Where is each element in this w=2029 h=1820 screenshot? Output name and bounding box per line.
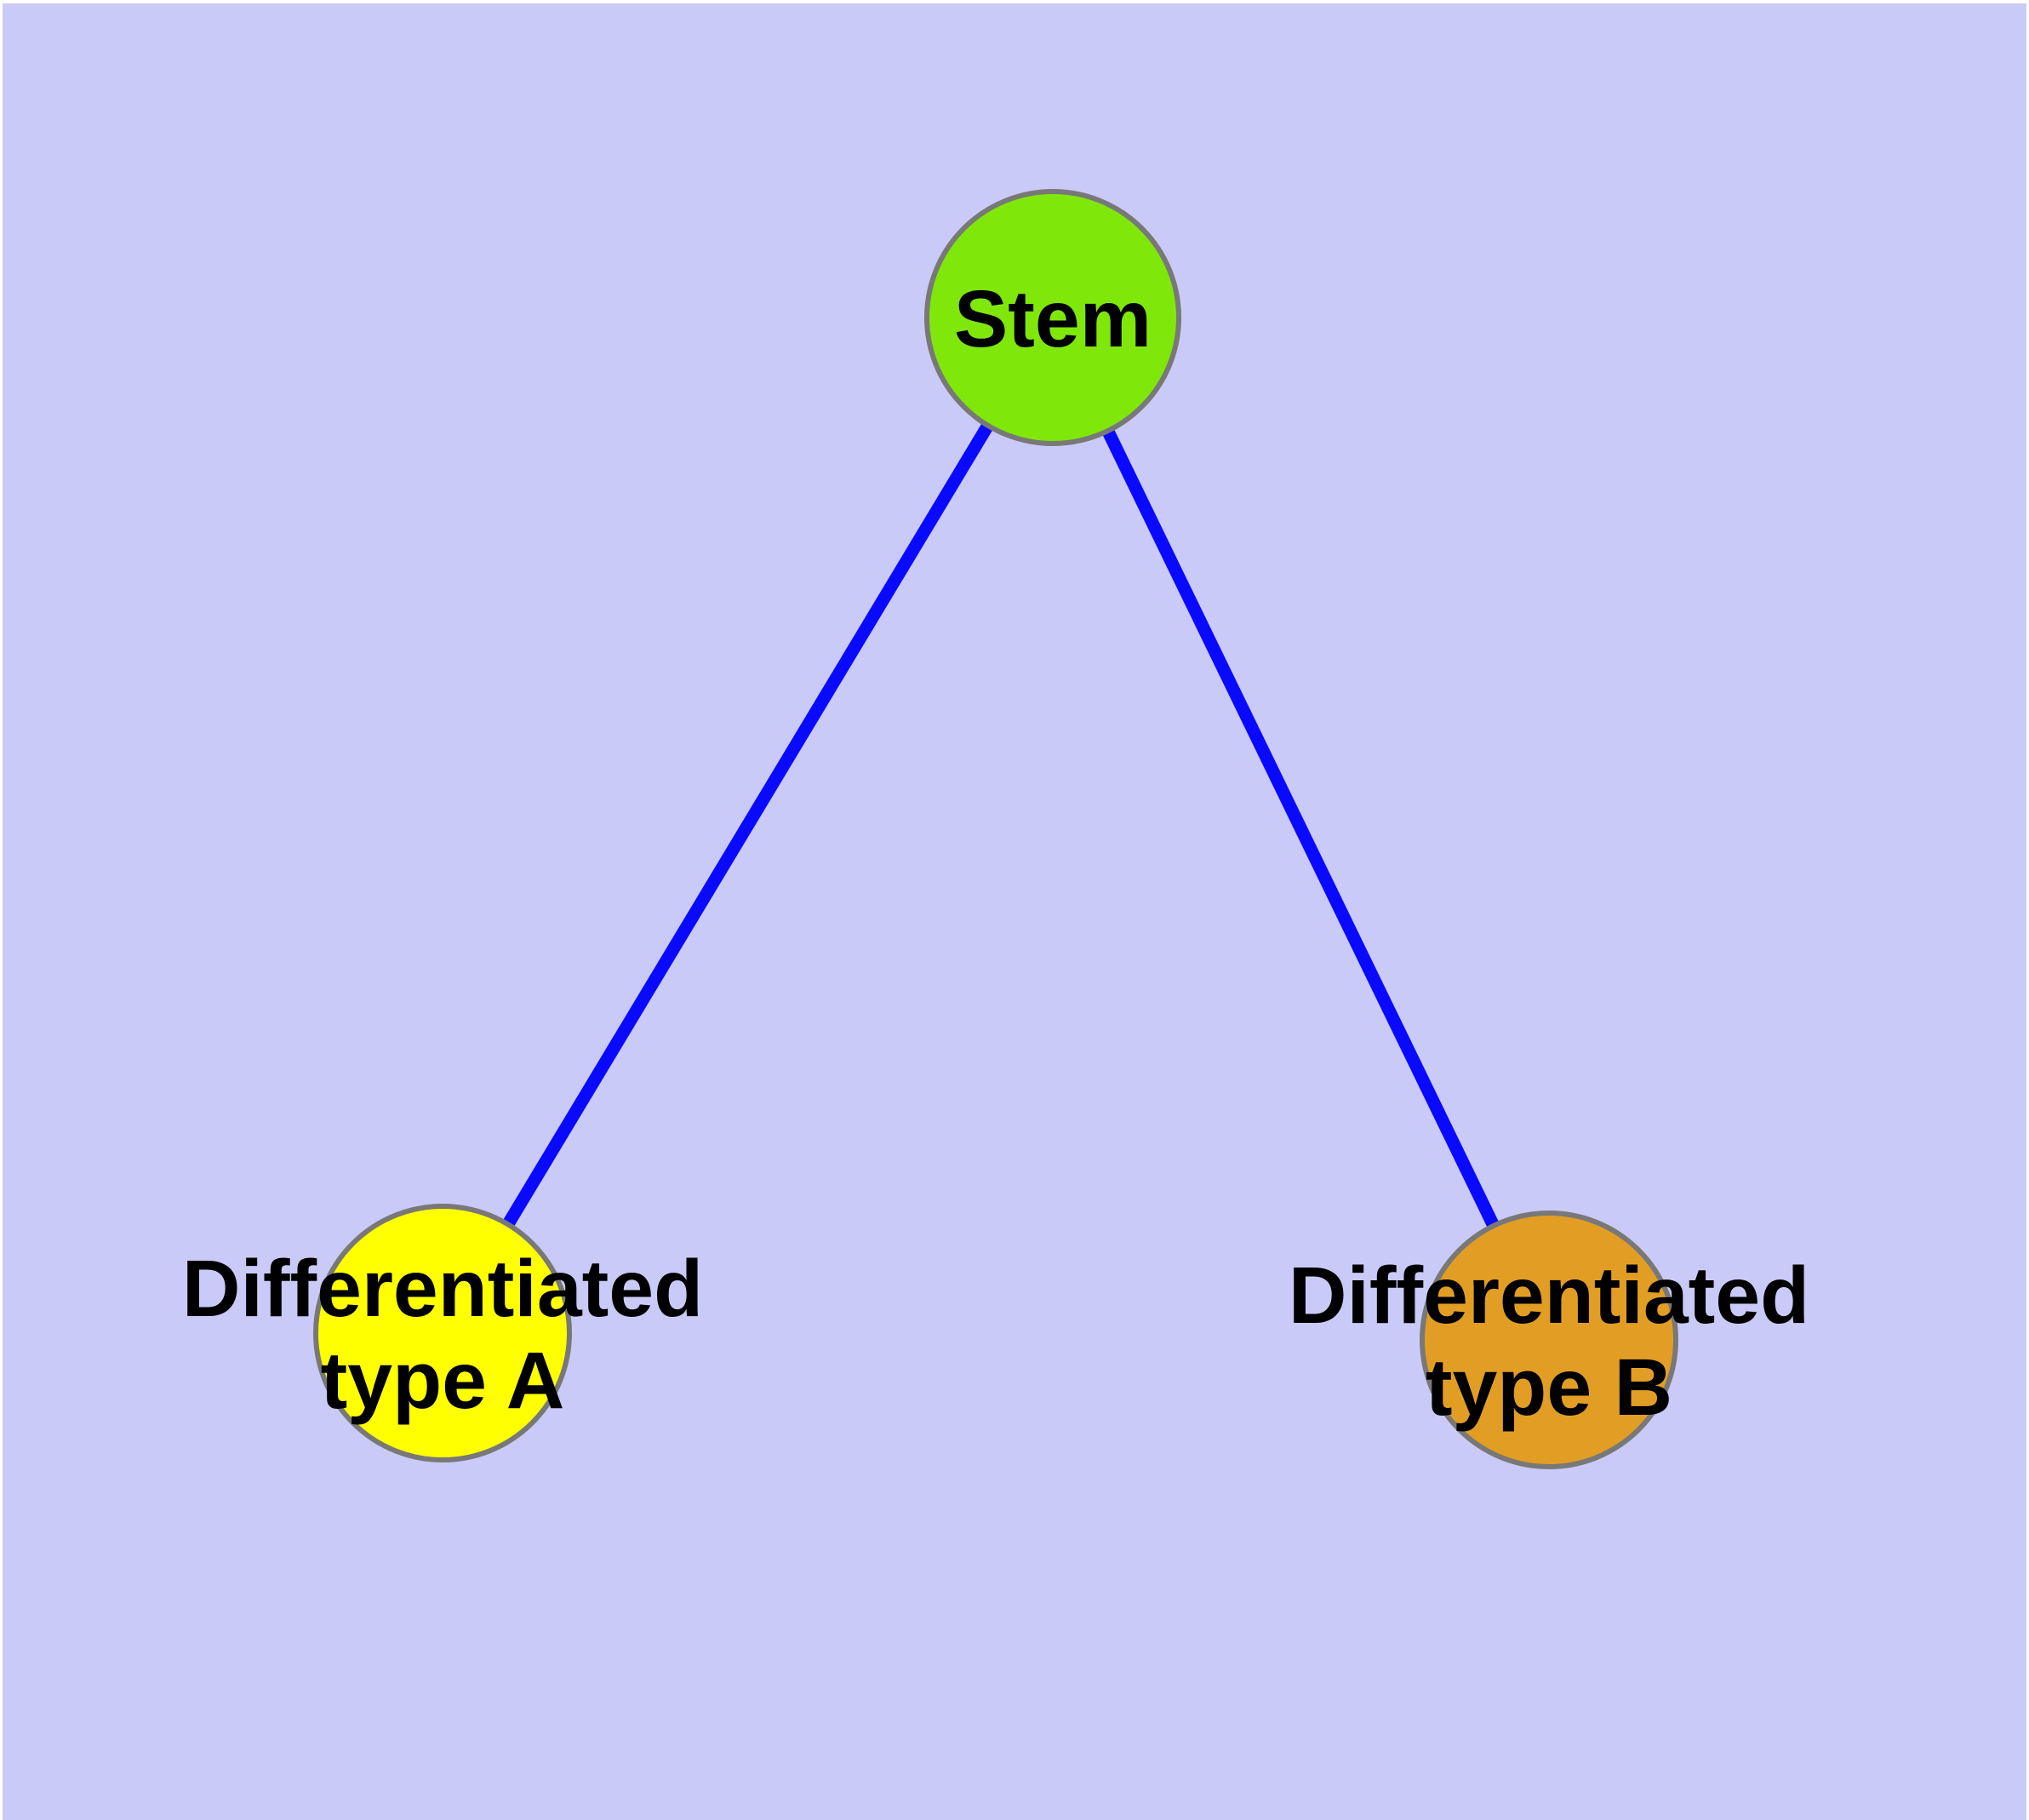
node-label-line-1-differentiated-type-b: Differentiated [1289, 1251, 1809, 1341]
edges-layer [437, 314, 1555, 1343]
node-label-line-2-differentiated-type-a: type A [321, 1336, 565, 1426]
node-stem: Stem [924, 189, 1181, 446]
node-label-line-2-differentiated-type-b: type B [1426, 1342, 1672, 1433]
edge-stem-to-differentiated-type-a [437, 314, 1059, 1336]
node-circle-differentiated-type-b [1420, 1210, 1678, 1469]
node-label-stem: Stem [954, 274, 1152, 364]
node-label-line-1-differentiated-type-a: Differentiated [182, 1244, 703, 1334]
edge-stem-to-differentiated-type-b [1047, 314, 1555, 1343]
node-circle-stem [924, 189, 1181, 446]
node-label-line-1-stem: Stem [954, 274, 1152, 364]
node-circle-differentiated-type-a [313, 1204, 572, 1462]
